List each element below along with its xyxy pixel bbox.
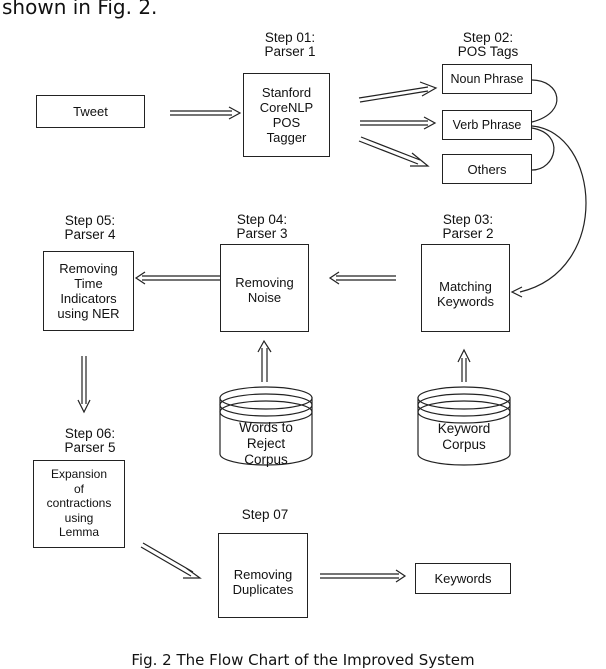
others-box: Others [442,154,532,184]
removing-duplicates-box: Removing Duplicates [218,533,308,618]
arrow-time-to-expansion [77,356,91,414]
tweet-box: Tweet [36,95,145,128]
arrow-tagger-to-others [358,136,430,167]
arrowhead-matching [510,286,523,298]
step-02-label: Step 02: POS Tags [457,30,519,59]
arrow-expansion-to-duplicates [140,542,202,579]
expansion-box: Expansion of contractions using Lemma [33,460,125,548]
keywords-box: Keywords [415,563,511,594]
arrow-reject-to-noise [257,339,272,382]
connector-noun-to-verb [531,79,558,123]
removing-time-box: Removing Time Indicators using NER [43,251,134,331]
step-03-label: Step 03: Parser 2 [442,212,494,241]
step-04-label: Step 04: Parser 3 [236,212,288,241]
verb-phrase-label: Verb Phrase [452,118,522,132]
step-01-label: Step 01: Parser 1 [264,30,316,59]
connector-verb-to-matching [519,125,587,293]
connector-others-to-verb [531,127,555,171]
keywords-label: Keywords [434,571,492,586]
pos-tagger-label: Stanford CoreNLP POS Tagger [259,85,314,145]
step-06-label: Step 06: Parser 5 [64,426,116,455]
step-05-label: Step 05: Parser 4 [64,213,116,242]
arrow-noise-to-time [134,271,220,285]
step-07-label: Step 07 [241,507,289,522]
removing-noise-box: Removing Noise [220,244,309,332]
removing-duplicates-label: Removing Duplicates [232,567,294,597]
words-to-reject-label: Words to Reject Corpus [239,420,293,467]
expansion-label: Expansion of contractions using Lemma [46,467,112,539]
arrow-tagger-to-noun [358,81,438,103]
keyword-corpus-label: Keyword Corpus [437,421,491,452]
arrow-matching-to-noise [328,271,396,285]
noun-phrase-box: Noun Phrase [442,64,532,94]
intro-text: shown in Fig. 2. [2,0,158,19]
arrow-corpus-to-matching [457,348,471,382]
matching-keywords-label: Matching Keywords [436,279,495,309]
arrow-duplicates-to-keywords [320,569,407,583]
arrow-tweet-to-tagger [170,106,242,120]
arrow-tagger-to-verb [360,116,437,130]
noun-phrase-label: Noun Phrase [450,72,524,86]
removing-time-label: Removing Time Indicators using NER [57,261,120,321]
pos-tagger-box: Stanford CoreNLP POS Tagger [243,73,330,157]
figure-caption: Fig. 2 The Flow Chart of the Improved Sy… [131,651,475,669]
others-label: Others [467,162,507,177]
removing-noise-label: Removing Noise [235,275,294,305]
verb-phrase-box: Verb Phrase [442,110,532,140]
tweet-label: Tweet [73,104,108,119]
matching-keywords-box: Matching Keywords [421,244,510,332]
